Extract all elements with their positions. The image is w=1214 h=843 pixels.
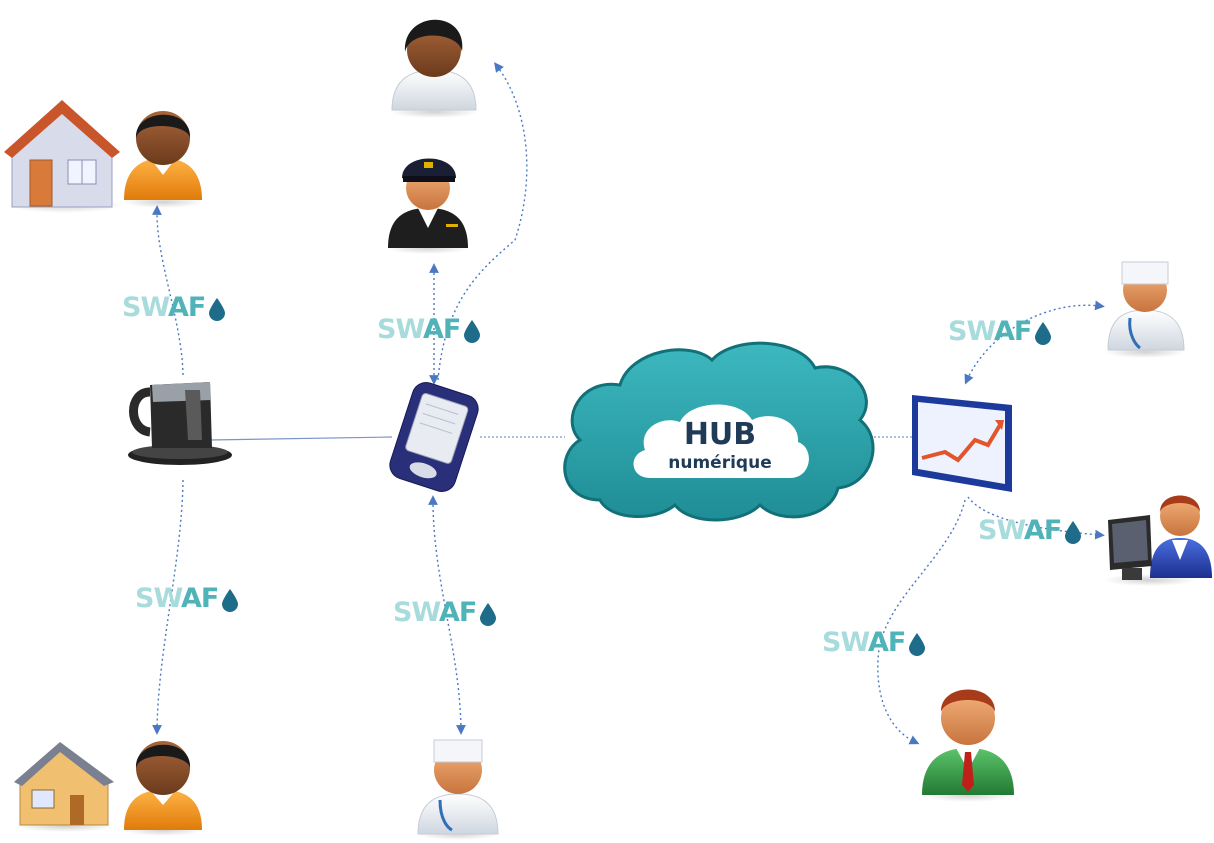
swaf-text-part2: AF — [868, 627, 906, 658]
swaf-label-top-center: SWAF — [377, 314, 481, 345]
swaf-text-part1: SW — [978, 515, 1025, 546]
swaf-text-part2: AF — [168, 292, 206, 323]
water-drop-icon — [1035, 321, 1052, 345]
swaf-label-bottom-left: SWAF — [135, 583, 239, 614]
arrow-kettle-to-bottom-house — [152, 479, 184, 735]
arrow-handheld-to-woman — [437, 62, 528, 381]
house-icon-top — [4, 100, 123, 213]
swaf-label-right-bottom: SWAF — [822, 627, 926, 658]
solid-connectors — [209, 436, 912, 441]
resident-person-icon-top — [123, 111, 203, 208]
water-drop-icon — [209, 297, 226, 321]
kettle-device-icon — [128, 382, 232, 465]
water-drop-icon — [464, 319, 481, 343]
woman-person-icon — [390, 19, 478, 118]
swaf-text-part2: AF — [439, 597, 477, 628]
nurse-person-icon-bottom — [416, 739, 500, 840]
house-icon-bottom — [14, 742, 115, 832]
swaf-label-bottom-center: SWAF — [393, 597, 497, 628]
arrow-handheld-nurse — [428, 495, 466, 735]
hub-title: HUB — [683, 417, 757, 452]
swaf-text-part1: SW — [822, 627, 869, 658]
swaf-text-part1: SW — [377, 314, 424, 345]
swaf-text-part2: AF — [181, 583, 219, 614]
arrow-kettle-to-top-house — [152, 205, 184, 376]
water-drop-icon — [480, 602, 497, 626]
swaf-label-right-middle: SWAF — [978, 515, 1082, 546]
swaf-text-part2: AF — [994, 316, 1032, 347]
swaf-text-part1: SW — [948, 316, 995, 347]
nurse-person-icon-right — [1105, 261, 1185, 358]
pilot-person-icon — [386, 158, 470, 254]
swaf-text-part1: SW — [135, 583, 182, 614]
swaf-text-part2: AF — [1024, 515, 1062, 546]
hub-cloud-icon — [563, 341, 875, 522]
businessman-person-icon — [922, 689, 1014, 802]
water-drop-icon — [909, 632, 926, 656]
swaf-label-right-top: SWAF — [948, 316, 1052, 347]
resident-person-icon-bottom — [123, 741, 203, 836]
swaf-text-part1: SW — [122, 292, 169, 323]
dotted-arrows — [152, 62, 1105, 745]
swaf-text-part1: SW — [393, 597, 440, 628]
computer-operator-icon — [1104, 495, 1212, 586]
swaf-label-top-left: SWAF — [122, 292, 226, 323]
swaf-text-part2: AF — [423, 314, 461, 345]
arrow-dashboard-operator — [967, 496, 1105, 540]
dashboard-chart-icon — [912, 395, 1012, 492]
water-drop-icon — [1065, 520, 1082, 544]
handheld-device-icon — [389, 382, 479, 492]
hub-subtitle: numérique — [668, 453, 772, 473]
water-drop-icon — [222, 588, 239, 612]
